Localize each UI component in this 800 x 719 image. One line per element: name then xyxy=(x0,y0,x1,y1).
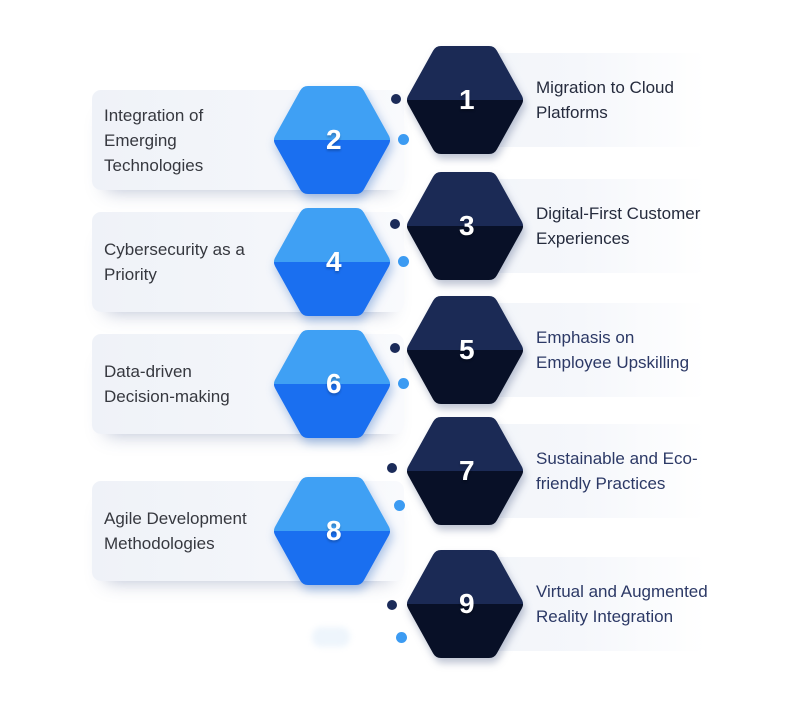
label-line: Employee Upskilling xyxy=(536,353,690,372)
step-number: 3 xyxy=(458,210,476,241)
step-label: Integration of Emerging Technologies xyxy=(104,90,284,190)
hexagon-7: 7 xyxy=(405,413,525,529)
connector-dot-blue xyxy=(396,632,407,643)
connector-dot-dark xyxy=(390,219,400,229)
label-line: Priority xyxy=(104,265,157,284)
hexagon-shape xyxy=(407,296,523,404)
step-label: Emphasis on Employee Upskilling xyxy=(536,303,722,397)
label-line: Digital-First Customer xyxy=(536,204,701,223)
step-number: 4 xyxy=(325,246,343,277)
hexagon-5: 5 xyxy=(405,292,525,408)
label-line: Technologies xyxy=(104,155,204,175)
step-number: 9 xyxy=(458,588,476,619)
hexagon-1: 1 xyxy=(405,42,525,158)
label-line: Methodologies xyxy=(104,534,215,553)
hexagon-shape xyxy=(274,208,390,316)
hexagon-shape xyxy=(407,550,523,658)
step-number: 6 xyxy=(325,368,343,399)
hexagon-shape xyxy=(274,477,390,585)
connector-dot-blue xyxy=(398,256,409,267)
label-line: Data-driven xyxy=(104,362,192,381)
hexagon-shape xyxy=(407,46,523,154)
step-number: 8 xyxy=(325,515,343,546)
label-line: Emphasis on xyxy=(536,328,635,347)
label-line: Decision-making xyxy=(104,387,230,406)
label-line: Experiences xyxy=(536,229,630,248)
step-number: 5 xyxy=(458,334,476,365)
label-line: Integration of xyxy=(104,105,204,125)
connector-dot-dark xyxy=(387,600,397,610)
step-label: Migration to Cloud Platforms xyxy=(536,53,722,147)
label-line: friendly Practices xyxy=(536,474,666,493)
label-line: Virtual and Augmented xyxy=(536,582,708,601)
label-line: Sustainable and Eco- xyxy=(536,449,698,468)
hexagon-shape xyxy=(407,417,523,525)
hexagon-3: 3 xyxy=(405,168,525,284)
step-label: Digital-First Customer Experiences xyxy=(536,179,722,273)
step-number: 7 xyxy=(458,455,476,486)
step-number: 2 xyxy=(325,124,343,155)
connector-dot-blue xyxy=(398,134,409,145)
step-label: Cybersecurity as a Priority xyxy=(104,212,284,312)
hexagon-8: 8 xyxy=(272,473,392,589)
connector-dot-blue xyxy=(398,378,409,389)
label-line: Agile Development xyxy=(104,509,247,528)
hexagon-shape xyxy=(274,330,390,438)
step-number: 1 xyxy=(458,84,476,115)
hexagon-shape xyxy=(407,172,523,280)
connector-dot-dark xyxy=(391,94,401,104)
label-line: Reality Integration xyxy=(536,607,674,626)
label-line: Cybersecurity as a xyxy=(104,240,245,259)
step-label: Data-driven Decision-making xyxy=(104,334,284,434)
step-label: Agile Development Methodologies xyxy=(104,481,284,581)
connector-dot-dark xyxy=(390,343,400,353)
connector-dot-dark xyxy=(387,463,397,473)
label-line: Platforms xyxy=(536,103,608,122)
label-line: Migration to Cloud xyxy=(536,78,674,97)
hexagon-shape xyxy=(274,86,390,194)
connector-dot-blue xyxy=(394,500,405,511)
hexagon-4: 4 xyxy=(272,204,392,320)
hexagon-6: 6 xyxy=(272,326,392,442)
ghost-hexagon-decoration xyxy=(312,627,350,647)
label-line: Emerging xyxy=(104,130,177,150)
step-label: Sustainable and Eco- friendly Practices xyxy=(536,424,722,518)
hexagon-9: 9 xyxy=(405,546,525,662)
hexagon-2: 2 xyxy=(272,82,392,198)
step-label: Virtual and Augmented Reality Integratio… xyxy=(536,557,722,651)
